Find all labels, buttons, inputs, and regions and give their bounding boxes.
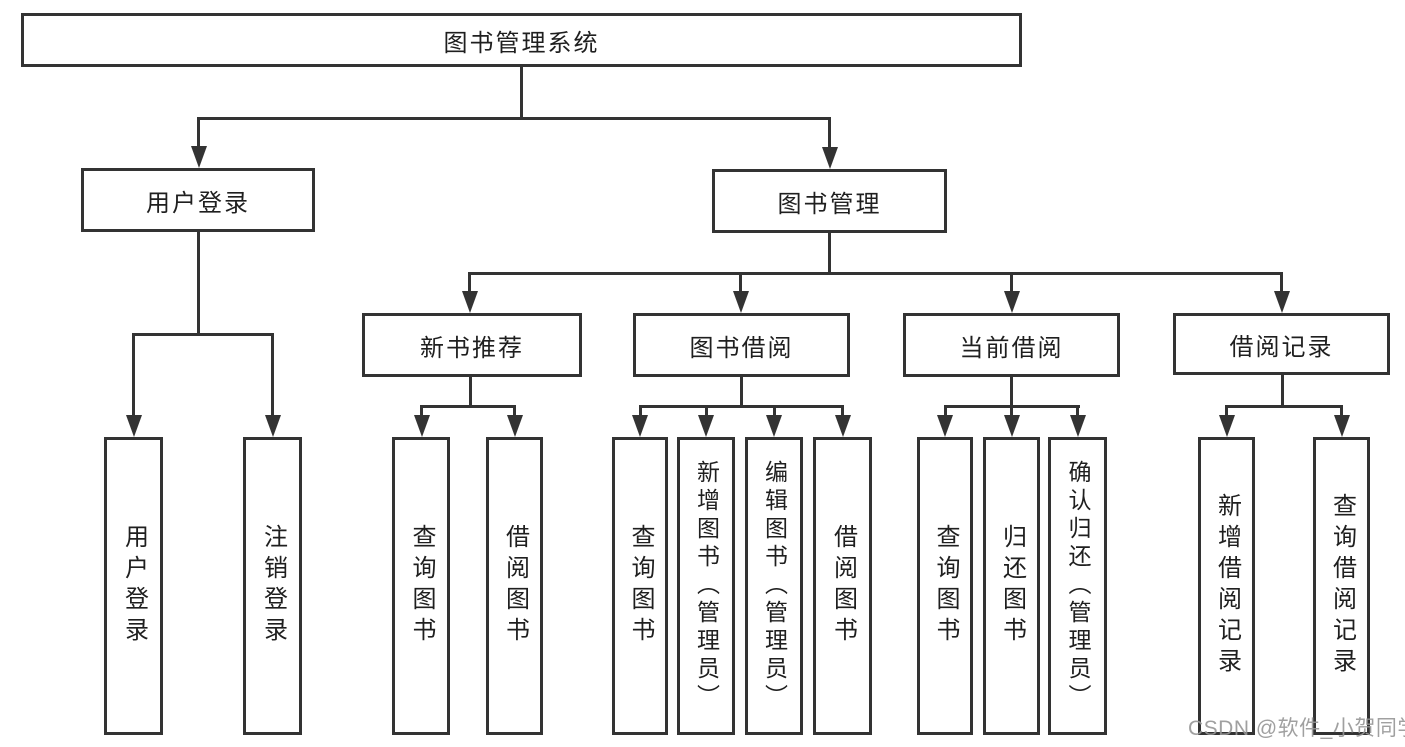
node-label: 新增图书（管理员） <box>693 460 720 712</box>
node-label: 查询借阅记录 <box>1328 493 1356 679</box>
connector-line <box>1010 405 1013 418</box>
connector-line <box>1010 272 1013 293</box>
node-book-management: 图书管理 <box>712 169 947 233</box>
connector-line <box>944 405 947 418</box>
arrow-down-icon <box>1274 291 1290 313</box>
node-label: 借阅图书 <box>501 524 529 648</box>
connector-line <box>469 377 472 408</box>
arrow-down-icon <box>1004 291 1020 313</box>
arrow-down-icon <box>1219 415 1235 437</box>
arrow-down-icon <box>507 415 523 437</box>
leaf-confirm-return-admin: 确认归还（管理员） <box>1048 437 1107 735</box>
connector-line <box>639 405 844 408</box>
arrow-down-icon <box>698 415 714 437</box>
node-label: 查询图书 <box>627 524 654 648</box>
connector-line <box>420 405 423 418</box>
connector-line <box>1340 405 1343 418</box>
node-label: 新书推荐 <box>420 334 524 362</box>
node-label: 编辑图书（管理员） <box>761 460 788 712</box>
connector-line <box>1225 405 1343 408</box>
arrow-down-icon <box>766 415 782 437</box>
leaf-user-login: 用户登录 <box>104 437 163 735</box>
node-library-system: 图书管理系统 <box>21 13 1022 67</box>
node-label: 新增借阅记录 <box>1213 493 1241 679</box>
connector-line <box>1010 377 1013 408</box>
connector-line <box>740 377 743 408</box>
connector-line <box>1281 375 1284 408</box>
node-label: 查询图书 <box>932 524 959 648</box>
arrow-down-icon <box>1070 415 1086 437</box>
connector-line <box>739 272 742 293</box>
arrow-down-icon <box>191 146 207 168</box>
arrow-down-icon <box>1004 415 1020 437</box>
connector-line <box>132 333 135 417</box>
connector-line <box>197 117 200 149</box>
connector-line <box>1076 405 1079 418</box>
connector-line <box>828 117 831 150</box>
arrow-down-icon <box>1334 415 1350 437</box>
arrow-down-icon <box>835 415 851 437</box>
leaf-add-borrow-record: 新增借阅记录 <box>1198 437 1255 735</box>
node-label: 图书管理 <box>777 190 882 218</box>
node-current-borrowing: 当前借阅 <box>903 313 1120 377</box>
connector-line <box>773 405 776 418</box>
node-label: 用户登录 <box>146 189 250 217</box>
arrow-down-icon <box>733 291 749 313</box>
connector-line <box>639 405 642 418</box>
node-label: 图书借阅 <box>689 334 794 362</box>
connector-line <box>132 333 274 336</box>
node-label: 借阅记录 <box>1229 333 1334 361</box>
connector-line <box>468 272 1283 275</box>
leaf-add-books-admin: 新增图书（管理员） <box>677 437 735 735</box>
leaf-logout: 注销登录 <box>243 437 302 735</box>
connector-line <box>420 405 516 408</box>
connector-line <box>468 272 471 293</box>
connector-line <box>1225 405 1228 418</box>
node-user-login: 用户登录 <box>81 168 315 232</box>
node-label: 借阅图书 <box>829 524 857 648</box>
arrow-down-icon <box>126 415 142 437</box>
arrow-down-icon <box>265 415 281 437</box>
connector-line <box>1280 272 1283 293</box>
connector-line <box>828 233 831 274</box>
leaf-borrow-books-recommend: 借阅图书 <box>486 437 543 735</box>
arrow-down-icon <box>462 291 478 313</box>
arrow-down-icon <box>822 147 838 169</box>
leaf-borrow-books-borrowing: 借阅图书 <box>813 437 872 735</box>
node-label: 用户登录 <box>120 524 148 648</box>
node-borrow-records: 借阅记录 <box>1173 313 1390 375</box>
node-label: 确认归还（管理员） <box>1065 460 1091 712</box>
connector-line <box>513 405 516 418</box>
node-label: 查询图书 <box>408 524 435 648</box>
csdn-watermark: CSDN @软件_小贺同学 <box>1188 717 1405 740</box>
node-new-book-recommend: 新书推荐 <box>362 313 582 377</box>
node-label: 归还图书 <box>998 524 1026 648</box>
node-label: 当前借阅 <box>959 334 1064 362</box>
connector-line <box>705 405 708 418</box>
leaf-query-borrow-record: 查询借阅记录 <box>1313 437 1370 735</box>
arrow-down-icon <box>632 415 648 437</box>
node-label: 图书管理系统 <box>443 29 600 57</box>
connector-line <box>841 405 844 418</box>
node-book-borrowing: 图书借阅 <box>633 313 850 377</box>
leaf-query-books-borrowing: 查询图书 <box>612 437 668 735</box>
arrow-down-icon <box>937 415 953 437</box>
leaf-query-books-recommend: 查询图书 <box>392 437 450 735</box>
leaf-query-books-current: 查询图书 <box>917 437 973 735</box>
connector-line <box>520 67 523 120</box>
arrow-down-icon <box>414 415 430 437</box>
leaf-return-books: 归还图书 <box>983 437 1040 735</box>
connector-line <box>197 232 200 336</box>
leaf-edit-books-admin: 编辑图书（管理员） <box>745 437 803 735</box>
connector-line <box>197 117 831 120</box>
connector-line <box>271 333 274 417</box>
node-label: 注销登录 <box>259 524 287 648</box>
